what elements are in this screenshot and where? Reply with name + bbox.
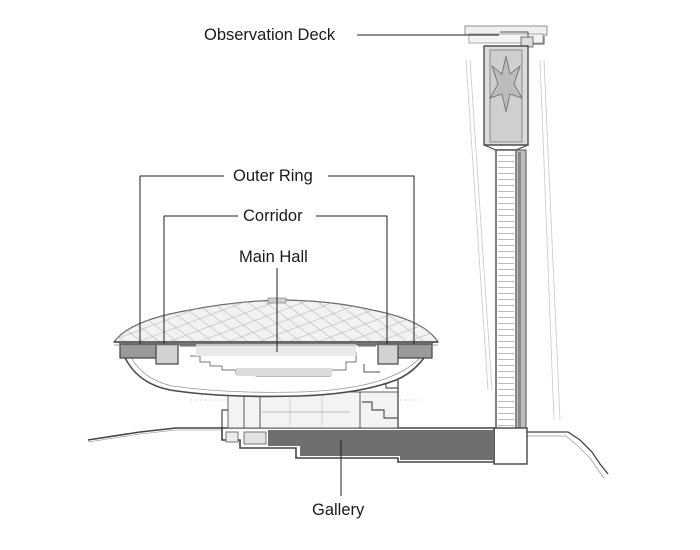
tower — [464, 25, 548, 465]
bowl — [118, 343, 434, 398]
gallery-label: Gallery — [310, 500, 367, 520]
star-ornament — [489, 55, 523, 113]
gallery-base — [221, 409, 495, 463]
leader-lines — [139, 34, 499, 496]
dome — [112, 297, 440, 346]
observation-deck-label: Observation Deck — [202, 25, 338, 45]
outer-ring-label: Outer Ring — [231, 166, 315, 186]
ground-line-left — [87, 427, 222, 441]
ground-line-right — [527, 431, 609, 475]
corridor-label: Corridor — [241, 206, 305, 226]
main-hall-label: Main Hall — [237, 247, 310, 267]
substructure — [227, 358, 399, 429]
